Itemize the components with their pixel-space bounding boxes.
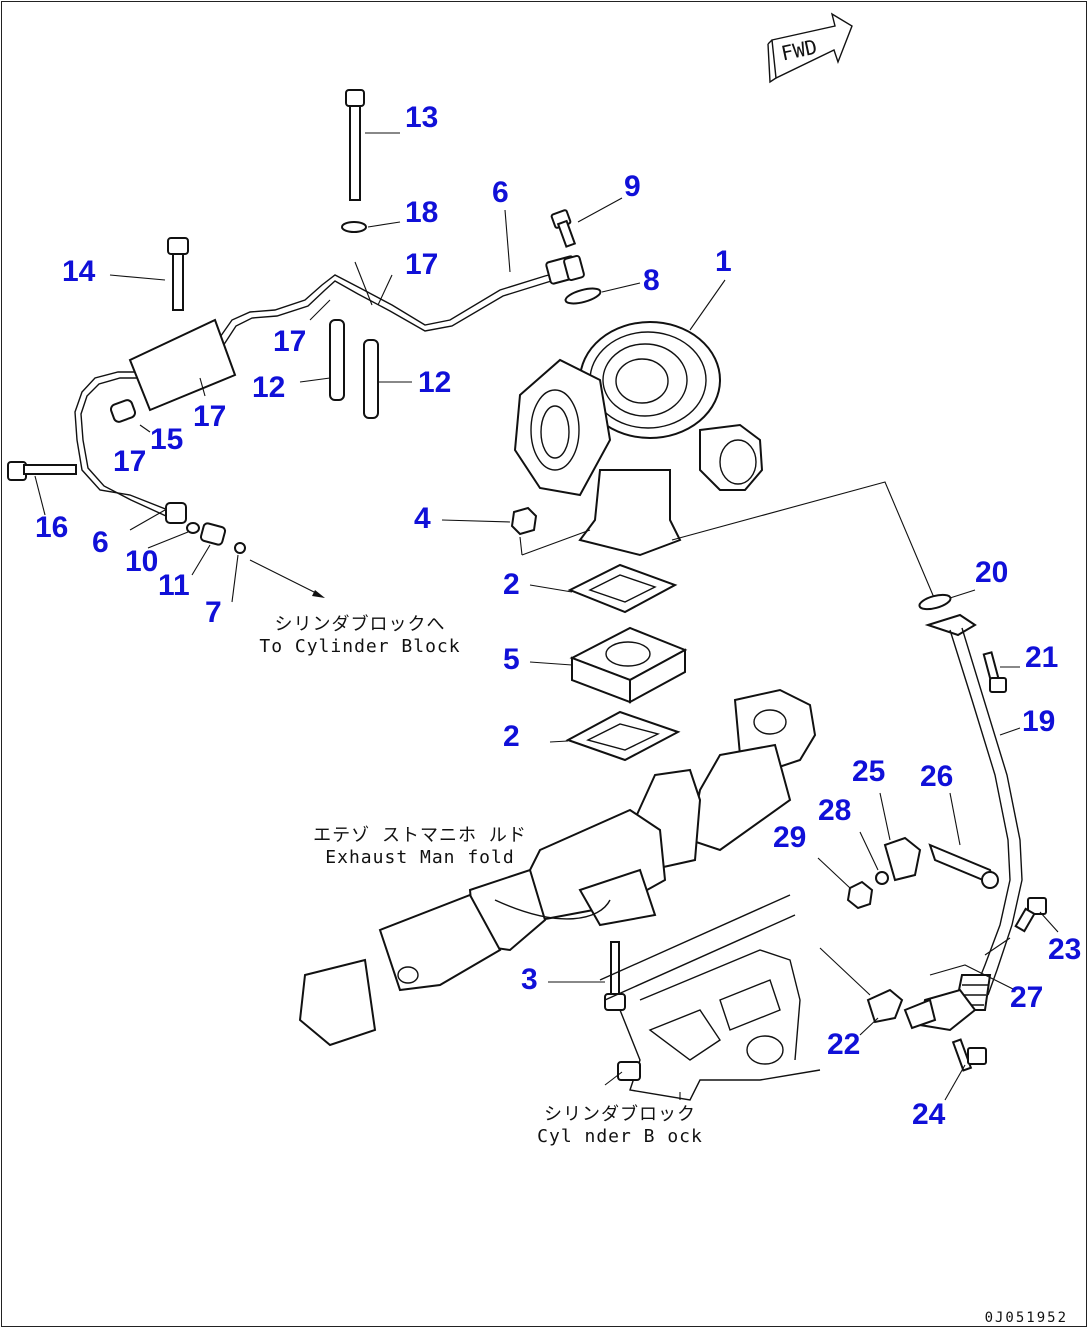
callout-17-b: 17 — [273, 325, 307, 358]
callout-9: 10 — [125, 545, 159, 578]
caption-ja: シリンダブロックへ — [274, 614, 446, 635]
callout-5: 5 — [503, 643, 520, 676]
callout-3: 3 — [521, 963, 538, 996]
callout-12-a: 12 — [252, 371, 286, 404]
bolt-3 — [548, 941, 626, 1011]
nut-4 — [441, 506, 591, 556]
callout-12-b: 12 — [418, 366, 452, 399]
callout-4: 4 — [414, 502, 431, 535]
fwd-arrow-icon — [767, 12, 853, 84]
cylinder-block — [599, 894, 821, 1101]
stud-25 — [928, 792, 999, 889]
fitting-9 — [147, 522, 200, 549]
clip-plate-17 — [128, 261, 393, 412]
bolt-23 — [944, 1038, 987, 1101]
callout-21: 21 — [1025, 641, 1059, 674]
caption-to-cylinder-block: シリンダブロックへ To Cylinder Block — [245, 614, 475, 658]
callout-16: 16 — [35, 511, 69, 544]
spacer-15 — [109, 399, 151, 433]
callout-2-lower: 2 — [503, 720, 520, 753]
gasket-20 — [918, 589, 976, 611]
callout-20: 20 — [975, 556, 1009, 589]
callout-6-upper: 6 — [492, 176, 509, 209]
bolt-29 — [984, 897, 1059, 956]
caption-en: Exhaust Man fold — [325, 847, 515, 868]
caption-exhaust-manifold: エテゾ ストマニホ ルド Exhaust Man fold — [300, 825, 540, 869]
bolt-14 — [109, 237, 189, 311]
callout-15: 15 — [150, 423, 184, 456]
gasket-2-lower — [549, 710, 681, 762]
callout-10: 11 — [158, 569, 190, 602]
callout-17-a: 17 — [405, 248, 439, 281]
callout-13: 13 — [405, 101, 439, 134]
caption-ja: エテゾ ストマニホ ルド — [313, 825, 527, 846]
caption-ja: シリンダブロック — [544, 1104, 696, 1125]
washer-18 — [341, 221, 401, 233]
callout-7: 8 — [643, 264, 660, 297]
pipe-12-left — [299, 319, 345, 401]
bolt-16 — [7, 461, 77, 516]
oil-supply-tube-6 — [74, 209, 585, 531]
callout-25: 26 — [920, 760, 954, 793]
oring-11 — [231, 542, 325, 603]
callout-26: 27 — [1010, 981, 1044, 1014]
callout-17-c: 17 — [193, 400, 227, 433]
spacer-5 — [529, 626, 688, 704]
callout-11: 7 — [205, 596, 222, 629]
callout-14: 14 — [62, 255, 96, 288]
nut-28 — [817, 857, 874, 910]
callout-28: 29 — [773, 821, 807, 854]
caption-en: To Cylinder Block — [259, 636, 461, 657]
bolt-21 — [982, 651, 1020, 693]
callout-17-d: 17 — [113, 445, 147, 478]
callout-27: 28 — [818, 794, 852, 827]
bolt-8 — [550, 197, 623, 248]
callout-2-upper: 2 — [503, 568, 520, 601]
exhaust-manifold — [298, 688, 817, 1047]
caption-cylinder-block: シリンダブロック Cyl nder B ock — [520, 1104, 720, 1148]
callout-8: 9 — [624, 170, 641, 203]
pipe-12-right — [363, 339, 412, 419]
drawing-code: 0J051952 — [984, 1310, 1068, 1326]
callout-24: 25 — [852, 755, 886, 788]
callout-29: 23 — [1048, 933, 1082, 966]
callout-1: 1 — [715, 245, 732, 278]
bracket-24 — [879, 792, 922, 882]
drain-pipe-19 — [903, 613, 1023, 1032]
gasket-2-upper — [529, 563, 678, 614]
callout-18: 18 — [405, 196, 439, 229]
callout-23: 24 — [912, 1098, 946, 1131]
turbocharger-1 — [513, 279, 764, 557]
gasket-7 — [564, 282, 641, 305]
callout-22: 22 — [827, 1028, 861, 1061]
callout-6-lower: 6 — [92, 526, 109, 559]
gasket-22 — [819, 947, 904, 1036]
caption-en: Cyl nder B ock — [537, 1126, 703, 1147]
washer-27 — [859, 831, 889, 885]
elbow-10 — [191, 522, 227, 576]
callout-19: 19 — [1022, 705, 1056, 738]
bolt-13 — [345, 89, 400, 201]
